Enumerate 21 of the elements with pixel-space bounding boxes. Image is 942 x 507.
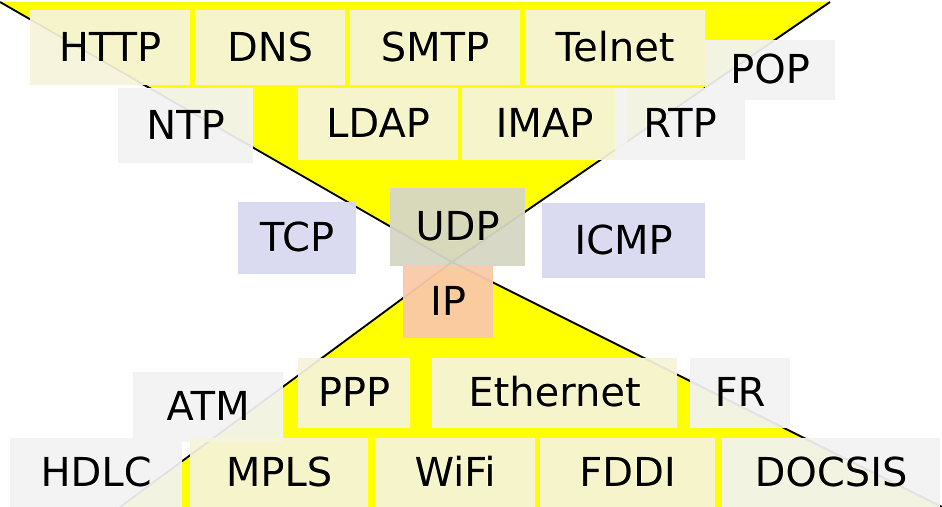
protocol-box: HDLC bbox=[10, 438, 182, 507]
protocol-box: POP bbox=[705, 40, 835, 100]
protocol-box: MPLS bbox=[190, 438, 368, 507]
protocol-box: FDDI bbox=[540, 438, 715, 507]
protocol-box: FR bbox=[690, 358, 790, 428]
protocol-box: LDAP bbox=[298, 88, 458, 160]
protocol-box: PPP bbox=[298, 358, 410, 428]
protocol-box: Ethernet bbox=[432, 358, 677, 428]
protocol-box: DNS bbox=[195, 10, 345, 85]
protocol-box: UDP bbox=[390, 188, 525, 266]
protocol-box: TCP bbox=[238, 202, 356, 274]
protocol-box: ICMP bbox=[542, 203, 705, 278]
protocol-box: Telnet bbox=[525, 10, 705, 85]
protocol-box: ATM bbox=[133, 372, 283, 442]
protocol-box: DOCSIS bbox=[722, 438, 940, 507]
protocol-box: NTP bbox=[118, 88, 253, 163]
protocol-box: HTTP bbox=[30, 10, 190, 85]
protocol-box: RTP bbox=[615, 88, 745, 160]
protocol-box: WiFi bbox=[375, 438, 535, 507]
protocol-box: IP bbox=[403, 266, 493, 338]
protocol-box: SMTP bbox=[350, 10, 520, 85]
